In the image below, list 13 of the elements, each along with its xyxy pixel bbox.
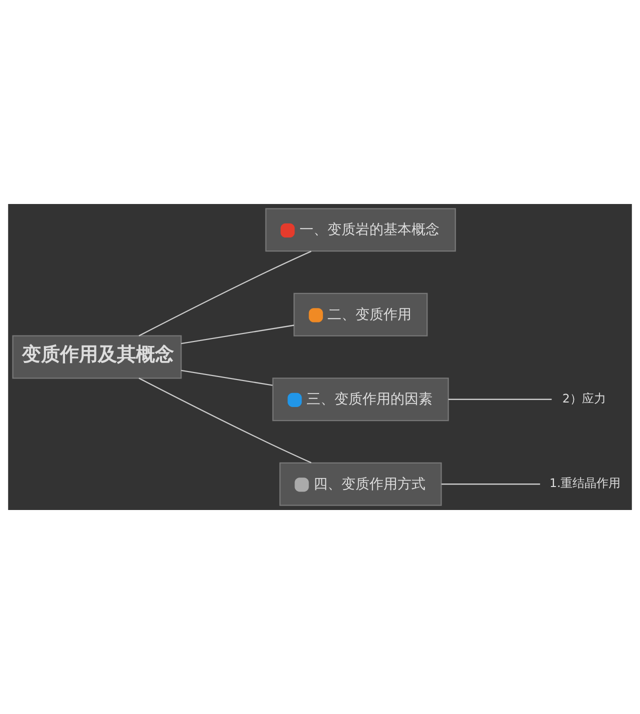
connector [181, 370, 273, 386]
node-box: 四、变质作用方式 [279, 462, 442, 506]
connector [448, 398, 552, 400]
connector [441, 484, 540, 485]
node-box: 变质作用及其概念 [12, 335, 182, 379]
connector [138, 250, 312, 336]
node-text: 1.重结晶作用 [550, 476, 621, 490]
node-box: 三、变质作用的因素 [272, 378, 449, 422]
node-text: 2）应力 [562, 391, 606, 406]
connector [138, 378, 312, 464]
connector [181, 324, 294, 344]
node-box: 一、变质岩的基本概念 [265, 208, 456, 252]
node-box: 二、变质作用 [294, 292, 428, 336]
